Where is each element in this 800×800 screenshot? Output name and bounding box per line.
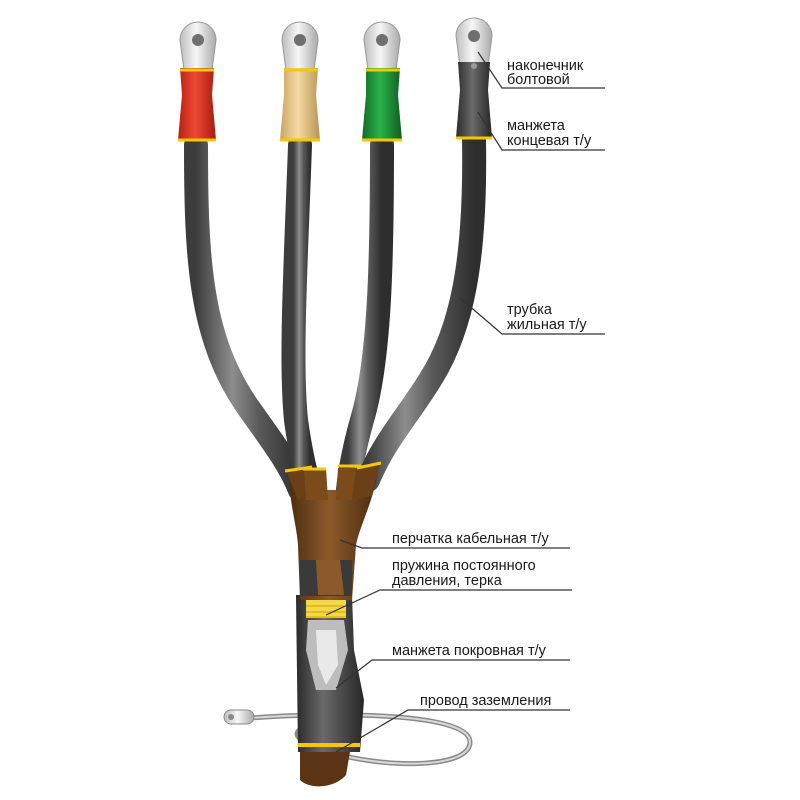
core-tube-3 — [336, 133, 394, 502]
label-end-cuff: манжета концевая т/у — [507, 118, 592, 149]
label-glove: перчатка кабельная т/у — [392, 531, 549, 547]
core-tube-1 — [184, 133, 312, 502]
label-spring: пружина постоянного давления, терка — [392, 558, 540, 589]
leader-ground-wire — [335, 709, 570, 753]
end-cuff-beige — [280, 68, 320, 140]
leader-lug — [477, 51, 605, 89]
label-cover-cuff: манжета покровная т/у — [392, 643, 547, 659]
seal-rings-glove — [284, 461, 382, 473]
leader-core-tube — [459, 297, 605, 335]
bolted-lug-icon — [455, 17, 493, 67]
labels: наконечник болтовой манжета концевая т/у… — [392, 58, 592, 709]
end-cuff-red — [178, 68, 216, 140]
end-cuff-grey-screw — [471, 63, 477, 69]
spring-icon — [306, 598, 348, 690]
core-tubes — [184, 128, 487, 502]
leader-glove — [339, 539, 570, 549]
lugs — [179, 17, 493, 71]
seal-rings-top — [178, 68, 492, 142]
leader-lines — [325, 51, 605, 753]
glove-finger-4 — [352, 462, 380, 500]
ground-lug-icon — [223, 709, 255, 725]
label-lug: наконечник болтовой — [507, 58, 587, 88]
bolted-lug-icon — [281, 21, 319, 71]
glove-finger-2 — [304, 468, 328, 500]
end-cuffs — [178, 62, 492, 140]
label-ground-wire: провод заземления — [420, 693, 551, 709]
bolted-lug-icon — [363, 21, 401, 71]
cable-glove — [286, 462, 380, 600]
leader-end-cuff — [477, 111, 605, 151]
cable-end — [300, 752, 350, 787]
leader-spring — [325, 589, 572, 616]
core-tube-4 — [356, 128, 487, 492]
leader-cover-cuff — [335, 659, 570, 689]
label-core-tube: трубка жильная т/у — [507, 302, 587, 333]
end-cuff-green — [362, 68, 402, 140]
bolted-lug-icon — [179, 21, 217, 71]
core-tube-2 — [281, 133, 322, 502]
